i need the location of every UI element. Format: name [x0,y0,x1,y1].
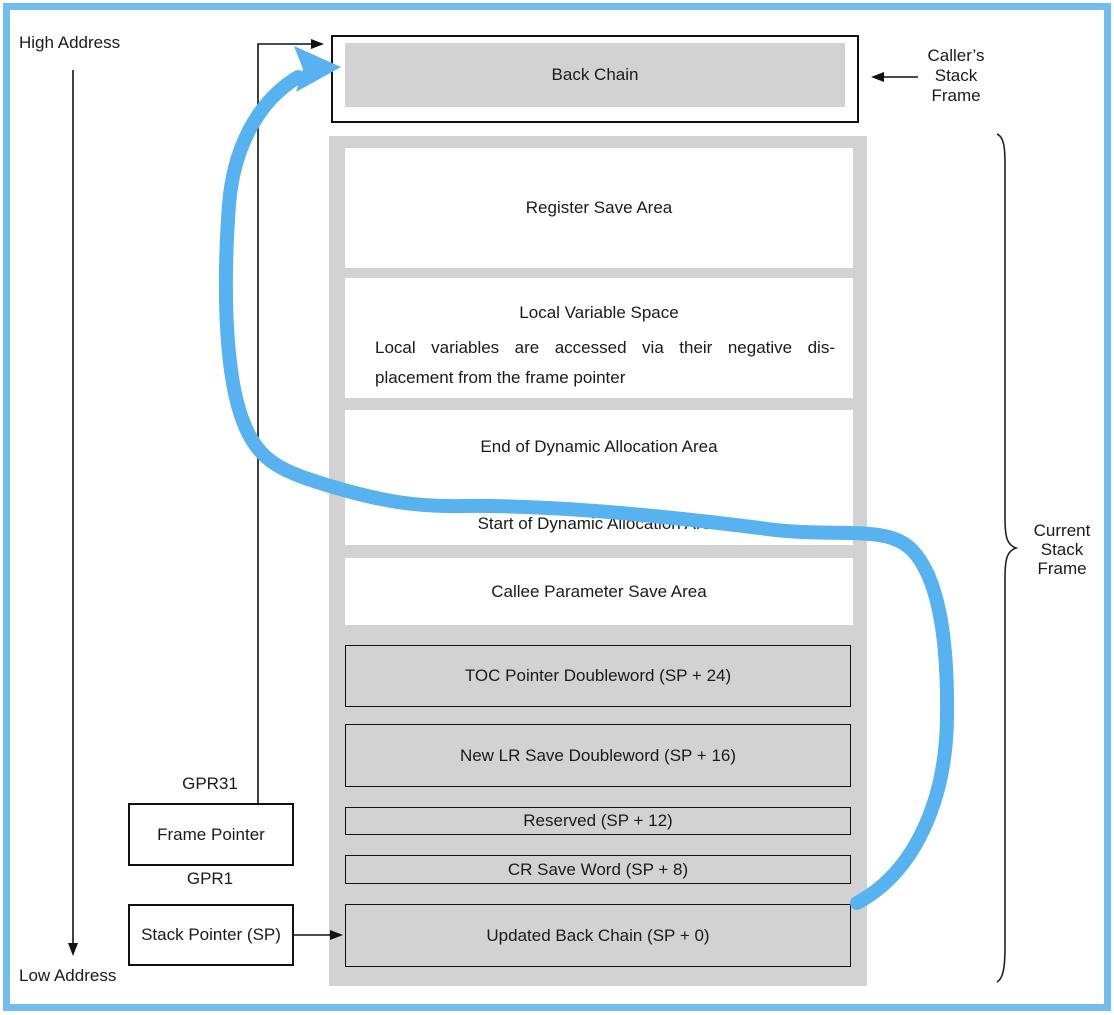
register-save-area-box: Register Save Area [345,148,853,268]
stack-pointer-box: Stack Pointer (SP) [128,904,294,966]
high-address-label: High Address [19,33,121,52]
local-variable-body-line2: placement from the frame pointer [375,368,626,387]
end-dynamic-allocation-label: End of Dynamic Allocation Area [480,437,718,456]
reserved-box: Reserved (SP + 12) [345,807,851,835]
back-chain-box: Back Chain [331,35,859,123]
updated-back-chain-box: Updated Back Chain (SP + 0) [345,904,851,967]
back-chain-fill: Back Chain [345,43,845,107]
cr-save-word-box: CR Save Word (SP + 8) [345,855,851,884]
dynamic-allocation-area-box: End of Dynamic Allocation Area Start of … [345,410,853,545]
local-variable-body-line1: Local variables are accessed via their n… [375,338,835,357]
current-stack-frame-container: Register Save Area Local Variable Space … [329,136,867,986]
gpr1-label: GPR1 [186,869,234,888]
toc-pointer-doubleword-box: TOC Pointer Doubleword (SP + 24) [345,645,851,707]
new-lr-save-doubleword-box: New LR Save Doubleword (SP + 16) [345,724,851,787]
gpr31-label: GPR31 [182,774,238,793]
start-dynamic-allocation-label: Start of Dynamic Allocation Area [477,514,721,533]
callers-stack-frame-label: Caller’s Stack Frame [927,46,985,105]
low-address-label: Low Address [19,966,117,985]
local-variable-space-heading: Local Variable Space [519,303,679,322]
frame-pointer-box: Frame Pointer [128,803,294,866]
back-chain-label: Back Chain [551,65,639,84]
current-stack-frame-label: Current Stack Frame [1033,521,1091,578]
diagram-border [3,3,1111,1011]
local-variable-space-box: Local Variable Space Local variables are… [345,278,853,398]
callee-parameter-save-area-box: Callee Parameter Save Area [345,558,853,625]
